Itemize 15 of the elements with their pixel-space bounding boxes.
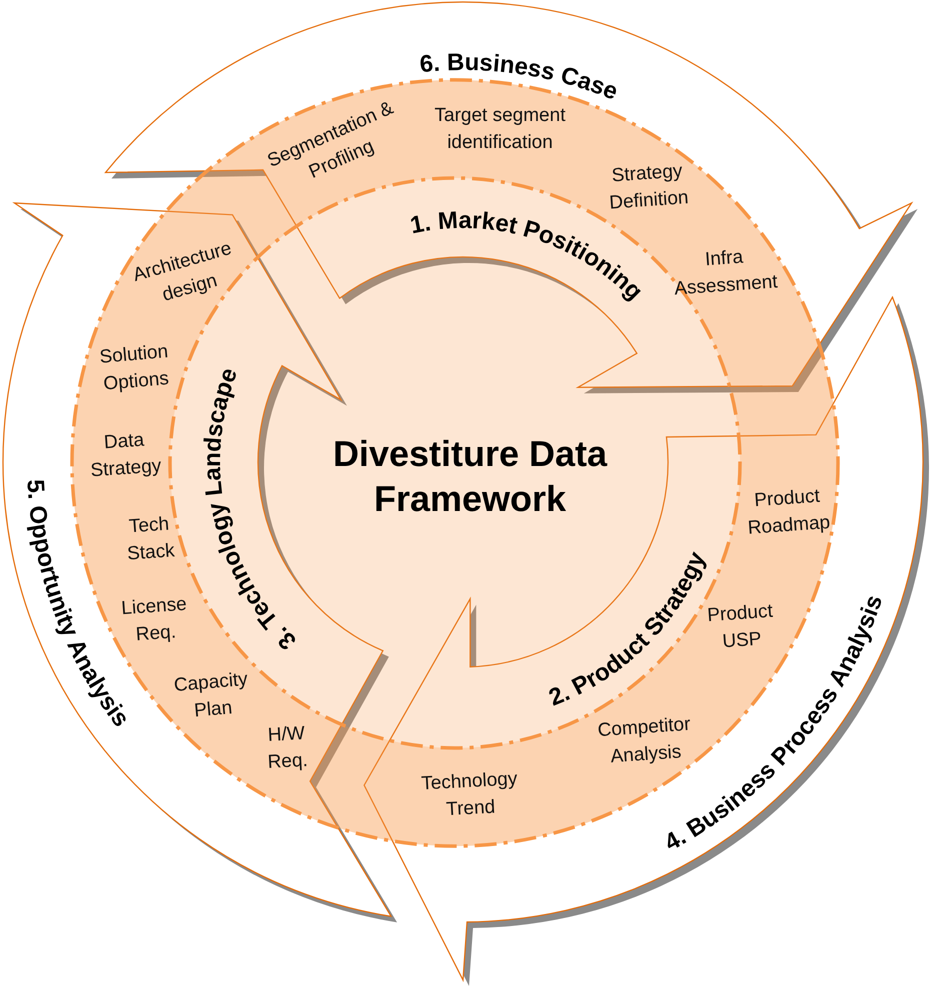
activity-label: Data Strategy <box>88 428 163 484</box>
framework-title: Divestiture Data Framework <box>332 432 608 521</box>
activity-label: License Req. <box>120 592 188 646</box>
activity-label: Solution Options <box>98 340 171 397</box>
activity-label: Product USP <box>706 600 774 654</box>
activity-label: Target segment identification <box>434 104 566 155</box>
activity-label: Competitor Analysis <box>596 712 692 768</box>
activity-label: Strategy Definition <box>608 160 690 216</box>
activity-label: H/W Req. <box>266 722 310 776</box>
activity-label: Tech Stack <box>126 512 176 567</box>
activity-label: Infra Assessment <box>672 246 780 302</box>
activity-label: Product Roadmap <box>746 484 832 541</box>
activity-label: Technology Trend <box>420 768 519 822</box>
phase-label: 6. Business Case <box>418 48 622 106</box>
activity-label: Capacity Plan <box>172 668 250 724</box>
